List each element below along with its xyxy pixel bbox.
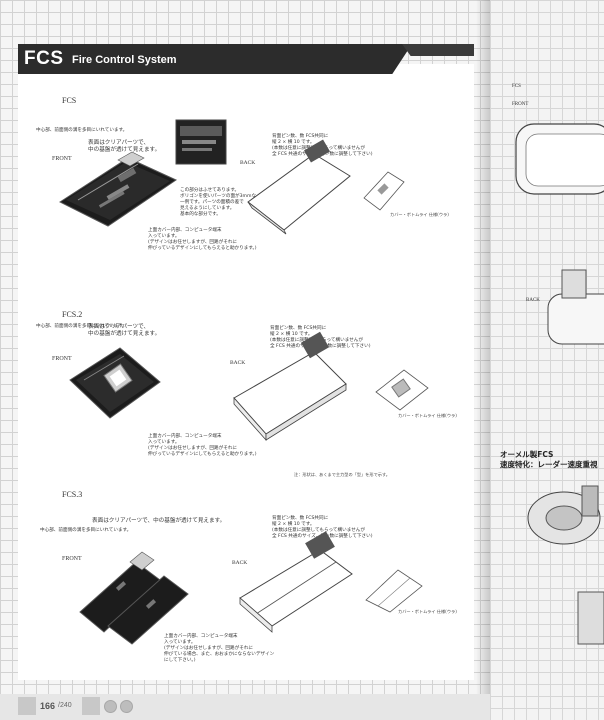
right-heading-line2: 速度特化：レーダー速度重視 <box>500 460 598 469</box>
right-page-heading: オーメル製FCS 速度特化：レーダー速度重視 <box>500 450 598 470</box>
page-title: FCS <box>24 48 64 69</box>
note-top-fcs: 中心部、前面側の溝を多目にいれています。 <box>36 128 128 133</box>
fcs3-cover-small-illustration <box>365 569 423 613</box>
note-clear-fcs3: 表面はクリアパーツで、中の基盤が透けて見えます。 <box>92 518 226 524</box>
right-fcs-front-illustration <box>515 123 604 195</box>
note-clear-fcs2: 表面はクリアパーツで、 中の基盤が透けて見えます。 <box>88 324 161 337</box>
back-label-fcs3: BACK <box>232 560 248 566</box>
note-footer-fcs2: 注：形状は、あくまで主力型の「型」を形で示す。 <box>294 472 390 477</box>
fcs-detail-zoom-illustration <box>175 119 227 165</box>
footer-square-icon <box>18 697 36 715</box>
note-top-fcs2: 中心部、前面側の溝を多目にいれています。 <box>36 324 128 329</box>
title-bar <box>18 44 412 74</box>
fcs-cover-small-illustration <box>363 171 405 211</box>
page-number: 166 <box>40 701 56 711</box>
note-detail-fcs: この部分はふせてあります。 ボリゴンを使いパーツの面が3mmな 一例です。パーツ… <box>180 188 257 217</box>
section-label-fcs: FCS <box>62 96 77 105</box>
page-footer <box>0 694 490 720</box>
right-fcs-part-illustration <box>577 591 604 645</box>
note-back-fcs3: 背面ピン数、数 FCS共同に 縦 2 × 横 10 です。 (本数は任意に調整し… <box>272 516 373 539</box>
front-label-fcs3: FRONT <box>62 556 82 562</box>
page-subtitle: Fire Control System <box>72 54 177 66</box>
fcs-front-device-illustration <box>58 151 178 227</box>
title-bar-tail <box>402 44 474 56</box>
footer-circle-icon-2 <box>120 700 133 713</box>
fcs2-back-device-illustration <box>233 331 347 442</box>
right-page-label: FCS <box>512 84 521 89</box>
note-clear-fcs: 表面はクリアパーツで、 中の基盤が透けて見えます。 <box>88 140 161 153</box>
front-label-fcs2: FRONT <box>52 356 72 362</box>
page-total: /240 <box>58 702 72 709</box>
footer-circle-icon-1 <box>104 700 117 713</box>
front-label-fcs: FRONT <box>52 156 72 162</box>
note-bottom-fcs3: 上面カバー内部、コンピュータ端末 入っています。 (デザインはお任せしますが、回… <box>164 634 275 663</box>
right-fcs-radar-illustration <box>527 485 601 545</box>
right-heading-line1: オーメル製FCS <box>500 450 554 459</box>
note-top-fcs3: 中心部、前面側の溝を多目にいれています。 <box>40 528 132 533</box>
section-label-fcs3: FCS.3 <box>62 490 83 499</box>
fcs2-cover-small-illustration <box>375 369 429 411</box>
right-page-back-label: BACK <box>526 298 540 303</box>
fcs3-front-device-illustration <box>79 551 189 645</box>
right-fcs-back-illustration <box>547 269 604 345</box>
back-label-fcs2: BACK <box>230 360 246 366</box>
footer-square-icon-2 <box>82 697 100 715</box>
fcs-back-device-illustration <box>247 139 351 235</box>
note-bottom-fcs2: 上面カバー内部、コンピュータ端末 入っています。 (デザインはお任せしますが、回… <box>148 434 257 457</box>
note-bottom-fcs: 上面カバー内部、コンピュータ端末 入っています。 (デザインはお任せしますが、回… <box>148 228 257 251</box>
cover-caption-fcs: カバー・ボトムライ 仕様(ウラ) <box>390 212 449 217</box>
fcs2-front-device-illustration <box>69 347 161 419</box>
cover-caption-fcs2: カバー・ボトムライ 仕様(ウラ) <box>398 413 457 418</box>
back-label-fcs: BACK <box>240 160 256 166</box>
fcs3-back-device-illustration <box>239 531 353 633</box>
right-page-front-label: FRONT <box>512 102 529 107</box>
cover-caption-fcs3: カバー・ボトムライ 仕様(ウラ) <box>398 609 457 614</box>
section-label-fcs2: FCS.2 <box>62 310 83 319</box>
